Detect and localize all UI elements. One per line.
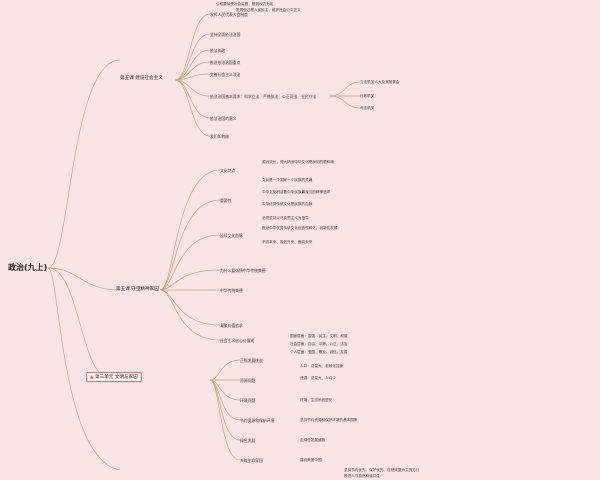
l7-detail: 走绿色发展道路 [300,438,326,442]
l6-bullet: 文化是一个国家一个民族的灵魂 [262,178,313,182]
top-line: 发展全过程人民民主，维护社会公平正义 [236,8,301,12]
l6-item: 延续文化血脉 [220,233,243,238]
l6-item: 文化特点 [220,168,236,173]
l5-item: 我们如何做 [210,134,229,139]
l5-item: 坚持全面依法治国 [210,32,241,37]
top-line: 公权要接受社会监督，做到权力为民 [216,2,274,6]
lesson-5-node[interactable]: 第五课 建设社会主义 [120,76,163,81]
l5-item: 依法治国的意义 [210,116,237,121]
l6-bullet: 必须坚持以马克思主义为指导 [262,216,309,220]
l7-detail: 坚持节约资源和保护环境的基本国策 [300,418,358,422]
l6-spirit: 凝聚价值追求 [220,323,243,328]
l7-item: 共筑生命家园 [240,458,263,463]
l6-spirit: 为什么要弘扬中华传统美德 [220,268,266,273]
l5-item: 发挥人民代表大会制度 [210,12,248,17]
lesson-6-node[interactable]: 第五课 守望精神家园 [116,287,159,292]
mindmap-root: 政治(九上) [8,263,48,272]
l6-value: 社会层面：自由、平等、公正、法治 [290,342,348,346]
unit-3-node[interactable]: ▲ 第三单元 文明与家园 [86,372,142,382]
l6-bullet: 源远流长，博大精深中华文化是我们的根和魂 [262,160,334,164]
l5-right-item: 行政机关 [360,94,375,98]
fire-icon: ▲ [90,375,94,380]
l7-detail: 资源：总量大、人均少 [300,376,336,380]
unit-3-label: 第三单元 文明与家园 [95,375,138,380]
l7-item: 正视发展挑战 [240,358,263,363]
l5-item: 依法执政 [210,48,226,53]
l5-item: 推进依法治国重点 [210,60,241,65]
l5-item: 依法治国基本要求：科学立法、严格执法、公正司法、全民守法 [210,94,317,99]
l7-item: 绿色发展 [240,438,256,443]
l6-value: 国家层面：富强、民主、文明、和谐 [290,334,348,338]
l7-detail: 人口：总量大、老龄化加速 [300,364,344,368]
l7-detail: 建设美丽中国 [300,458,322,462]
l5-item: 完善社会主义法治 [210,72,241,77]
l7-detail: 环境：生态系统退化 [300,398,333,402]
bottom-line: 坚持节约优先、保护优先、自然恢复为主的方针 [344,468,420,472]
l5-right-item: 立法机关人大及其常委会 [360,80,400,84]
l5-right-item: 司法机关 [360,106,375,110]
l6-spirit: 中华传统美德 [220,288,243,293]
l6-spirit: 社会主义核心价值观 [220,338,255,343]
l7-item: 环境问题 [240,398,256,403]
l6-value: 个人层面：爱国、敬业、诚信、友善 [290,350,348,354]
bottom-line: 推进人与自然和谐共生 [344,474,380,478]
l6-bullet: 中华优秀传统文化是民族的血脉 [262,202,313,206]
l6-bullet: 中华文化积淀着中华民族最深沉的精神追求 [262,190,331,194]
l7-item: 节约资源和保护环境 [240,418,275,423]
l6-item: 重要性 [220,198,232,203]
l6-bullet: 推动中华优秀传统文化创造性转化、创新性发展 [262,226,338,230]
l6-bullet: 不忘本来、吸收外来、面向未来 [262,240,313,244]
l7-item: 资源问题 [240,378,256,383]
